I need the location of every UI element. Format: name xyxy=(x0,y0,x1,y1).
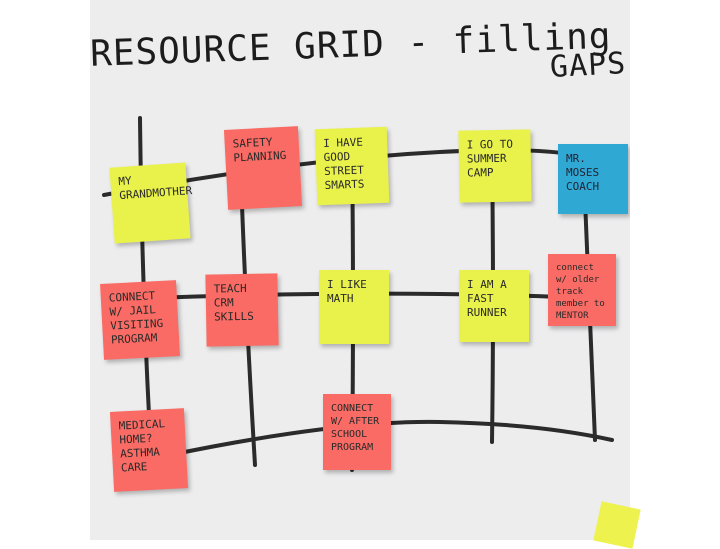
sticky-note-text: SAFETY PLANNING xyxy=(232,135,291,166)
sticky-note-text: Mr. Moses Coach xyxy=(566,152,620,194)
sticky-note-text: Connect w/ Jail Visiting Program xyxy=(108,288,171,347)
sticky-note-text: MY GRANDMOTHER xyxy=(118,170,193,203)
sticky-note-jail-visiting: Connect w/ Jail Visiting Program xyxy=(100,280,180,360)
sticky-note-text: I have good street SMARTS xyxy=(323,135,381,193)
sticky-note-fast-runner: I AM A FAST RUNNER xyxy=(459,270,529,342)
sticky-note-text: I GO TO SUMMER CAMP xyxy=(467,138,524,181)
sticky-note-text: TEACH CRM SKILLS xyxy=(214,282,271,325)
paper-sheet: RESOURCE GRID - filling in the GAPS MY G… xyxy=(90,0,630,540)
sticky-note-math: I like MATH xyxy=(319,270,389,344)
sticky-note-coach: Mr. Moses Coach xyxy=(558,144,628,214)
sticky-note-text: I AM A FAST RUNNER xyxy=(467,278,521,320)
sticky-note-summer-camp: I GO TO SUMMER CAMP xyxy=(458,129,531,202)
sticky-note-street-smarts: I have good street SMARTS xyxy=(315,127,390,205)
grid-line-horizontal-3 xyxy=(170,422,612,455)
sticky-note-after-school: connect w/ AFTER SCHOOL PROGRAM xyxy=(323,394,391,470)
sticky-note-text: I like MATH xyxy=(327,278,381,306)
sticky-note-safety-planning: SAFETY PLANNING xyxy=(224,126,302,210)
corner-sticky-note xyxy=(593,501,640,548)
sticky-note-medical-home: MEDICAL HOME? ASTHMA CARE xyxy=(110,408,188,492)
sticky-note-text: connect w/ older track member to MENTOR xyxy=(556,262,608,322)
sticky-note-teach-crm: TEACH CRM SKILLS xyxy=(205,273,278,346)
sticky-note-track-mentor: connect w/ older track member to MENTOR xyxy=(548,254,616,326)
sticky-note-text: MEDICAL HOME? ASTHMA CARE xyxy=(118,417,179,476)
sticky-note-text: connect w/ AFTER SCHOOL PROGRAM xyxy=(331,402,383,454)
sticky-note-grandmother: MY GRANDMOTHER xyxy=(109,162,190,243)
